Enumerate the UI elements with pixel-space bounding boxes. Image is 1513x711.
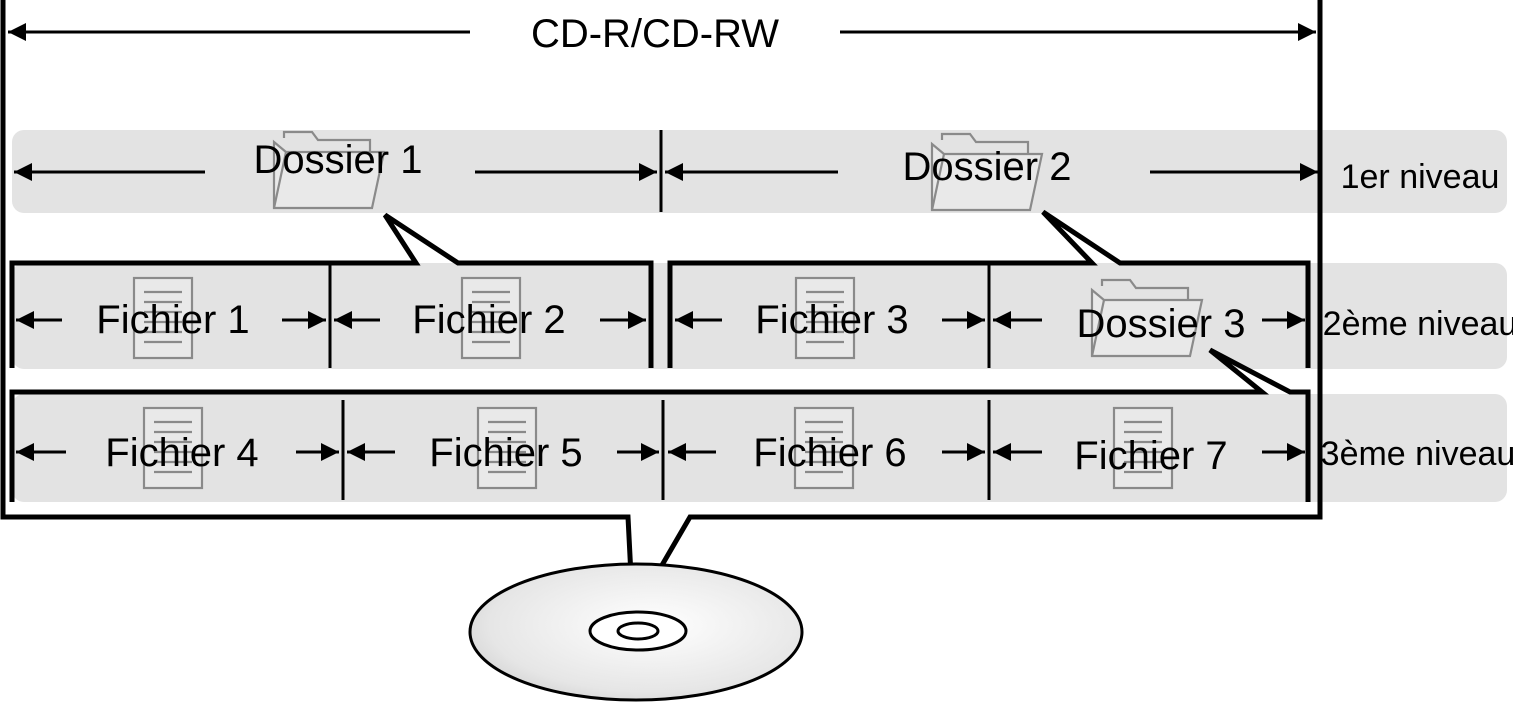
fichier-3-label: Fichier 3: [755, 298, 908, 342]
fichier-5-label: Fichier 5: [429, 431, 582, 475]
level2-label: 2ème niveau: [1323, 305, 1513, 343]
fichier-7-label: Fichier 7: [1074, 434, 1227, 478]
disc-label: CD-R/CD-RW: [531, 12, 779, 56]
cd-disc-icon: [468, 562, 804, 702]
dossier-1-callout: [9, 212, 654, 368]
dossier-3-callout: [9, 347, 1311, 502]
level3-label: 3ème niveau: [1321, 435, 1513, 473]
dossier-1-label: Dossier 1: [254, 138, 423, 182]
level1-label: 1er niveau: [1341, 158, 1500, 196]
fichier-1-label: Fichier 1: [96, 298, 249, 342]
dossier-3-label: Dossier 3: [1077, 302, 1246, 346]
fichier-4-label: Fichier 4: [105, 431, 258, 475]
fichier-6-label: Fichier 6: [753, 431, 906, 475]
dossier-2-label: Dossier 2: [903, 145, 1072, 189]
fichier-2-label: Fichier 2: [412, 298, 565, 342]
dossier-2-callout: [667, 209, 1311, 368]
